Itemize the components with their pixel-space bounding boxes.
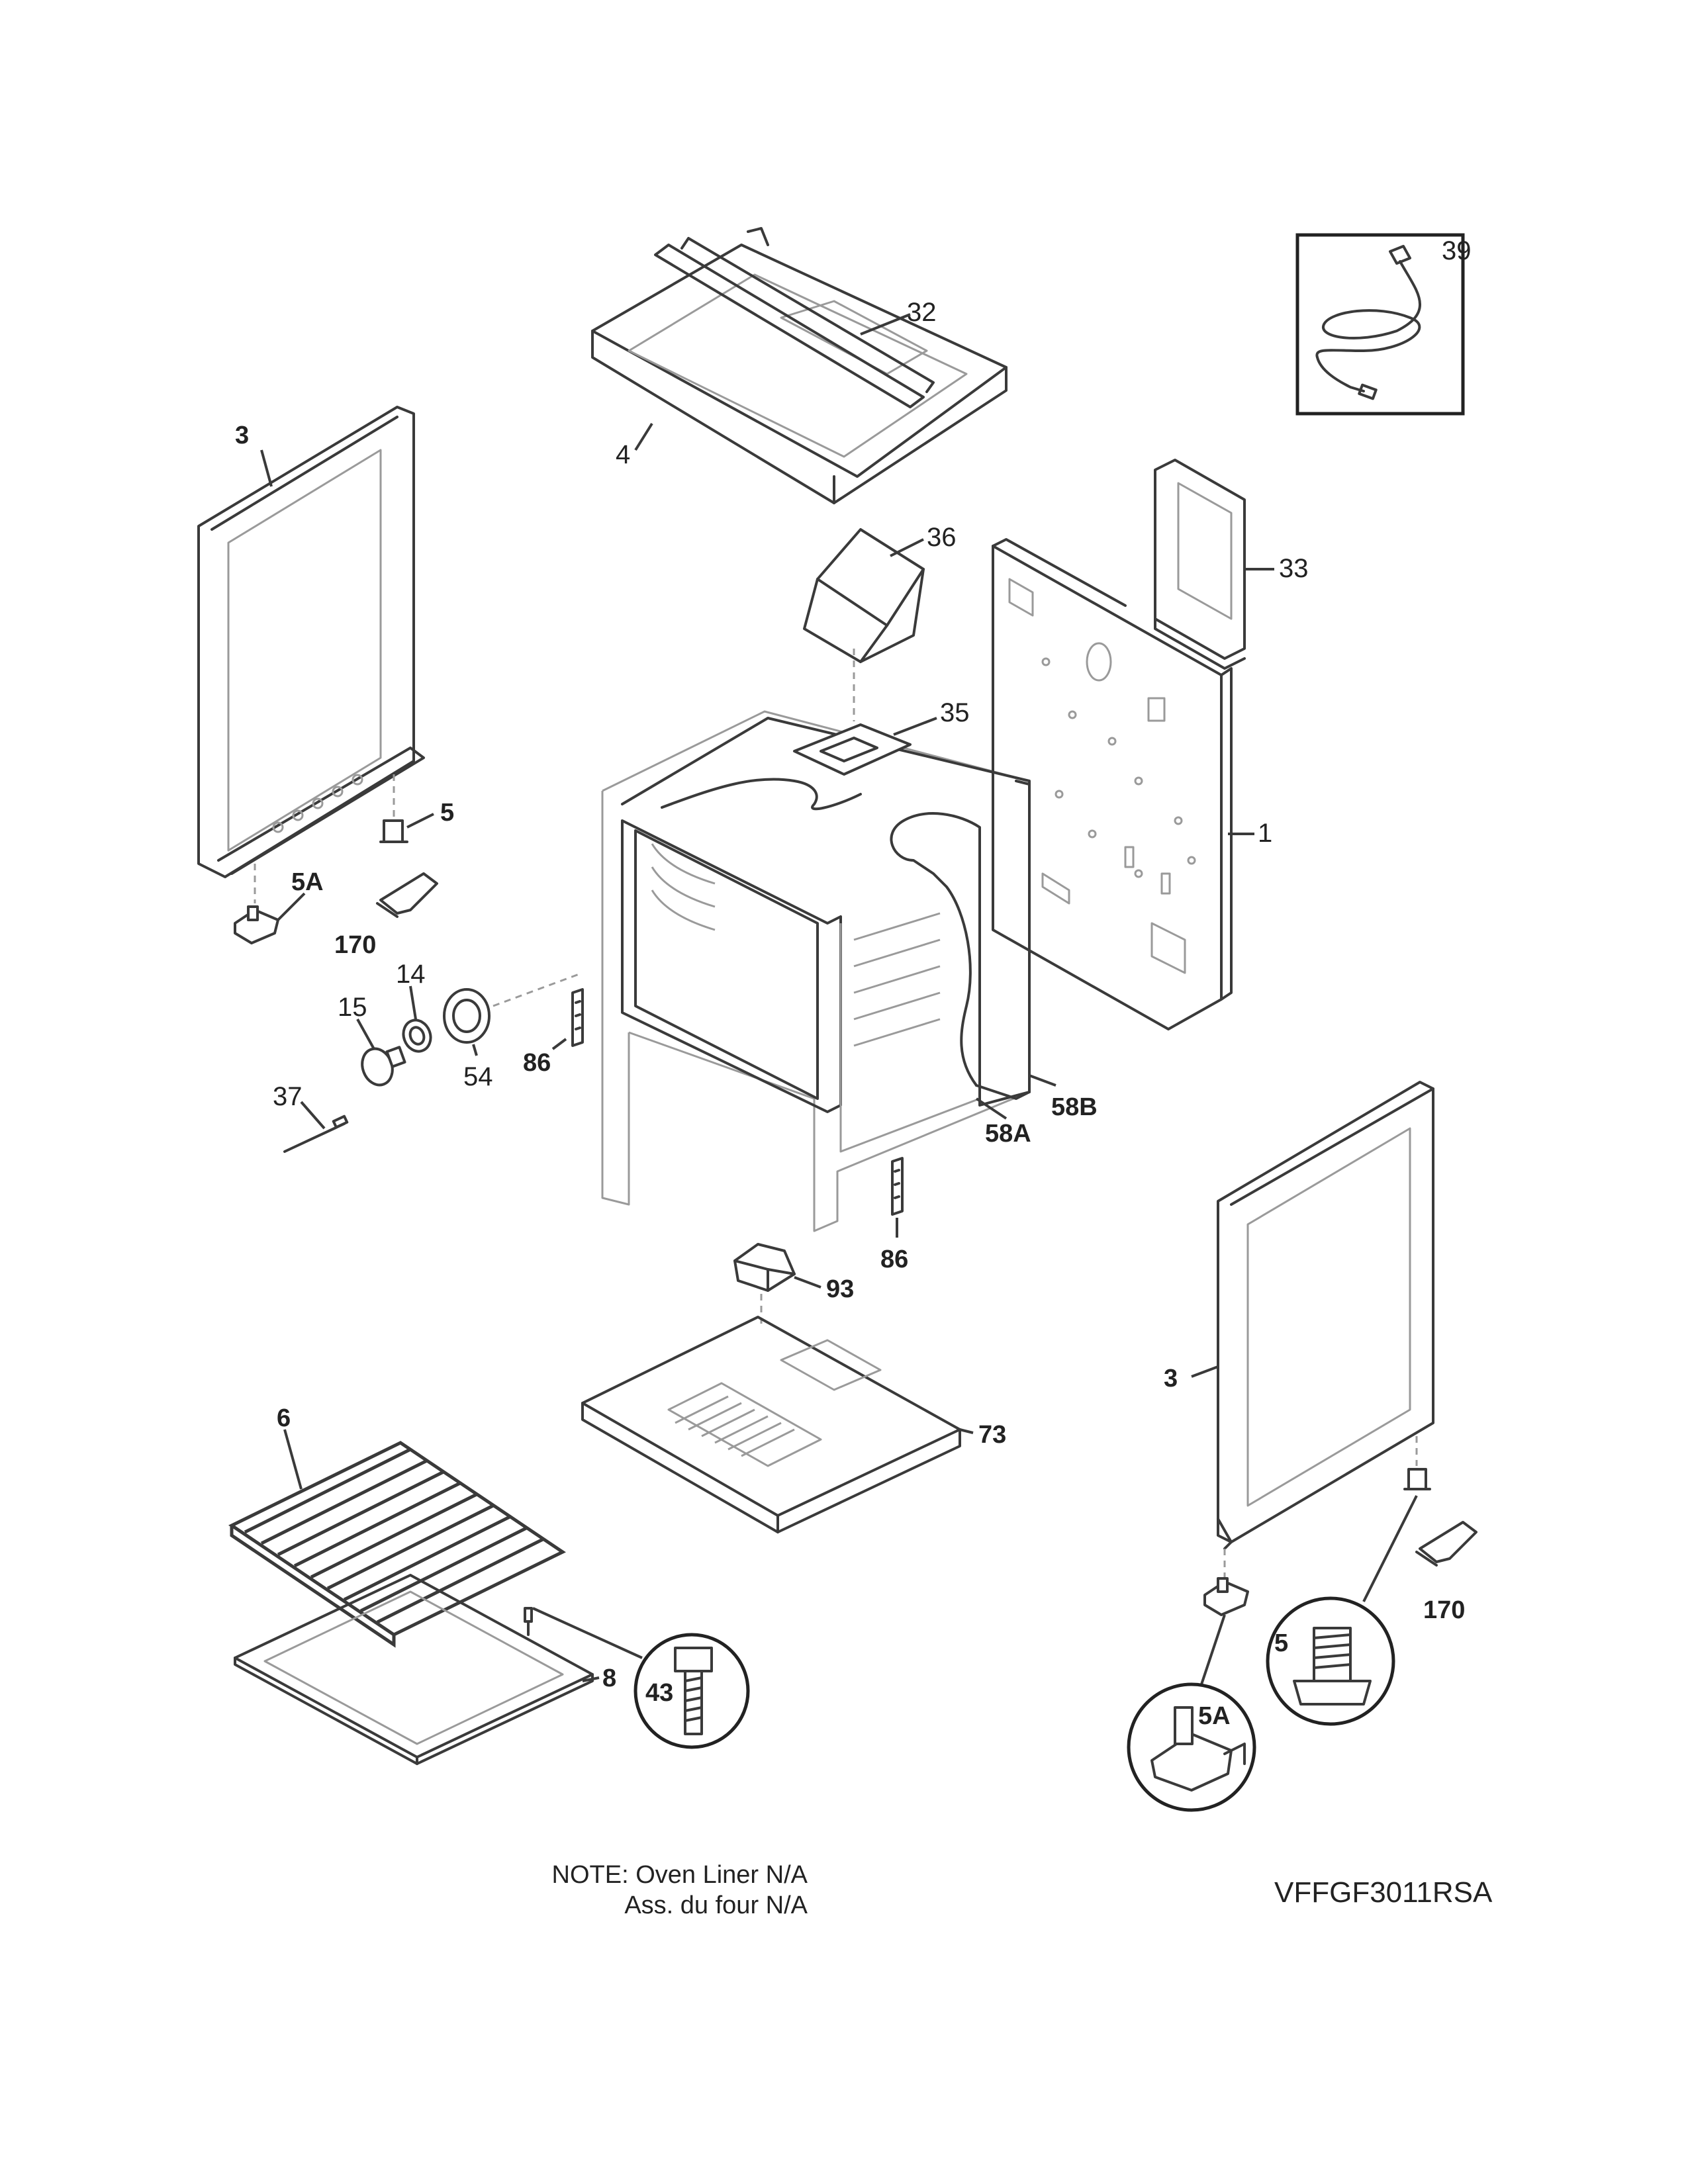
leveler-leg-right — [1403, 1468, 1431, 1490]
rear-access-cover — [1154, 459, 1246, 670]
callout-4: 4 — [616, 440, 630, 469]
callout-14: 14 — [396, 960, 426, 989]
oven-liner-note: NOTE: Oven Liner N/A Ass. du four N/A — [543, 1860, 808, 1921]
callout-93: 93 — [826, 1275, 854, 1303]
anti-tip-bracket-right — [1415, 1521, 1477, 1567]
oven-rack — [228, 1441, 566, 1648]
oven-bottom — [581, 1316, 961, 1533]
leveler-bracket-detail — [1150, 1706, 1246, 1792]
oven-lamp-bulb — [361, 1046, 406, 1087]
screw-detail — [674, 1647, 713, 1735]
callout-86-left: 86 — [523, 1049, 551, 1077]
model-number: VFFGF3011RSA — [1274, 1876, 1493, 1909]
lamp-cover — [443, 988, 491, 1044]
top-panel — [591, 244, 1008, 504]
callout-32: 32 — [907, 298, 937, 327]
callout-43: 43 — [645, 1679, 673, 1707]
leveler-leg-detail — [1293, 1627, 1372, 1706]
callout-33: 33 — [1279, 554, 1309, 583]
callout-54: 54 — [463, 1062, 493, 1091]
screw-small — [524, 1607, 533, 1636]
callout-5-right: 5 — [1274, 1629, 1288, 1657]
leveler-leg-left — [379, 819, 408, 843]
right-side-panel — [1217, 1081, 1434, 1550]
leveler-bracket-left — [234, 905, 279, 944]
note-line-1: NOTE: Oven Liner N/A — [551, 1861, 808, 1889]
hinge-receiver-right — [891, 1157, 904, 1216]
callout-1: 1 — [1258, 819, 1272, 848]
insulation-blanket — [621, 717, 1031, 1107]
wire-harness — [283, 1115, 349, 1153]
callout-86-right: 86 — [880, 1246, 908, 1273]
broiler-drawer-panel — [234, 1574, 594, 1765]
callout-35: 35 — [940, 698, 970, 727]
hinge-receiver-left — [571, 988, 584, 1047]
callout-5a-right: 5A — [1198, 1702, 1231, 1730]
burner-baffle — [733, 1243, 796, 1292]
callout-73: 73 — [978, 1421, 1006, 1449]
callout-6: 6 — [277, 1404, 291, 1432]
anti-tip-bracket-left — [376, 872, 438, 918]
callout-58a: 58A — [985, 1120, 1031, 1148]
callout-15: 15 — [338, 993, 367, 1022]
callout-3-left: 3 — [235, 422, 249, 449]
leveler-bracket-right — [1203, 1577, 1249, 1616]
left-side-panel — [197, 406, 425, 878]
flue-vent — [793, 723, 912, 776]
back-panel — [992, 538, 1233, 1030]
callout-39: 39 — [1442, 236, 1472, 265]
callout-170-right: 170 — [1423, 1596, 1465, 1624]
callout-5a-left: 5A — [291, 868, 324, 896]
lamp-socket — [402, 1019, 432, 1053]
callout-36: 36 — [927, 523, 957, 552]
callout-3-right: 3 — [1164, 1365, 1178, 1392]
top-bracket — [654, 227, 935, 408]
callout-8: 8 — [602, 1664, 616, 1692]
callout-58b: 58B — [1051, 1093, 1098, 1121]
power-cord-inset: 39 — [1295, 233, 1472, 416]
note-line-2: Ass. du four N/A — [624, 1891, 808, 1919]
oven-cavity-frame — [601, 710, 1031, 1232]
callout-37: 37 — [273, 1082, 303, 1111]
callout-5-left: 5 — [440, 799, 454, 827]
callout-170-left: 170 — [334, 931, 376, 959]
